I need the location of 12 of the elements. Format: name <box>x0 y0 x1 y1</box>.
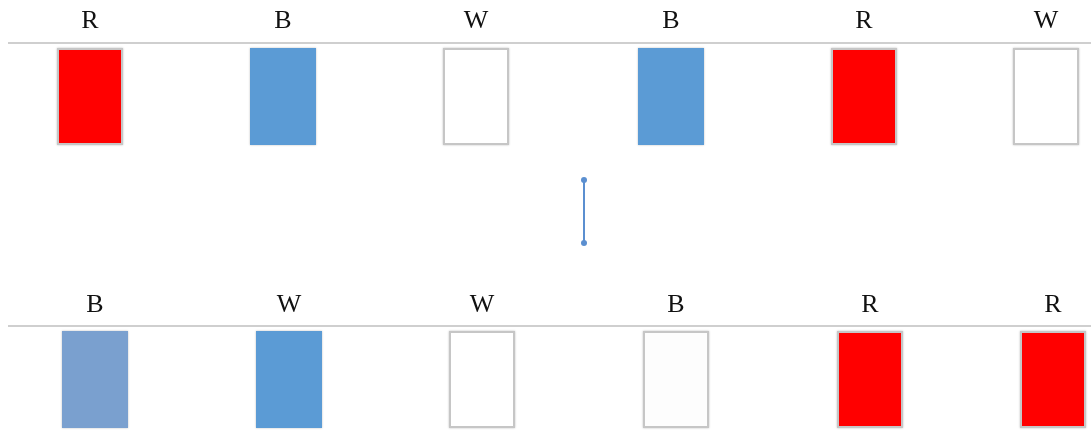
letter-label: R <box>854 6 874 34</box>
letter-label: W <box>462 6 490 34</box>
letter-label: B <box>85 290 105 318</box>
letter-label: W <box>1032 6 1060 34</box>
letter-label: R <box>1043 290 1063 318</box>
letter-label: W <box>275 290 303 318</box>
letter-label: R <box>80 6 100 34</box>
letter-label: B <box>273 6 293 34</box>
letter-label: W <box>468 290 496 318</box>
letter-label: B <box>661 6 681 34</box>
letter-label: B <box>666 290 686 318</box>
letter-label: R <box>860 290 880 318</box>
